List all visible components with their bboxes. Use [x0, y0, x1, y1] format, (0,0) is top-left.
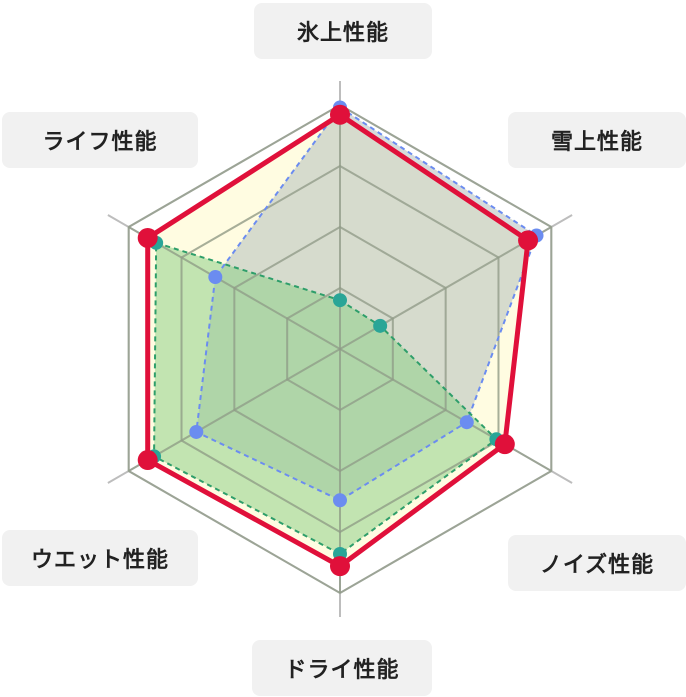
- axis-label-life: ライフ性能: [2, 112, 198, 168]
- series-area: [154, 242, 497, 554]
- data-point: [208, 270, 223, 285]
- data-point: [330, 104, 350, 125]
- data-point: [494, 434, 515, 455]
- axis-line-overlay: [128, 348, 341, 472]
- axis-line-overlay: [339, 348, 552, 472]
- data-point: [137, 227, 158, 248]
- axis-label-ice: 氷上性能: [254, 3, 432, 59]
- axis-line-overlay: [128, 226, 341, 350]
- axis-label-wet: ウエット性能: [2, 530, 198, 586]
- data-point: [333, 293, 347, 308]
- axis-label-snow: 雪上性能: [508, 112, 686, 168]
- data-point: [189, 424, 204, 439]
- axis-label-dry: ドライ性能: [252, 640, 432, 696]
- data-point: [459, 415, 474, 430]
- data-point: [373, 318, 388, 333]
- data-point: [518, 230, 539, 251]
- data-point: [137, 450, 158, 471]
- data-point: [330, 556, 350, 577]
- data-point: [333, 493, 347, 508]
- axis-label-noise: ノイズ性能: [508, 535, 686, 591]
